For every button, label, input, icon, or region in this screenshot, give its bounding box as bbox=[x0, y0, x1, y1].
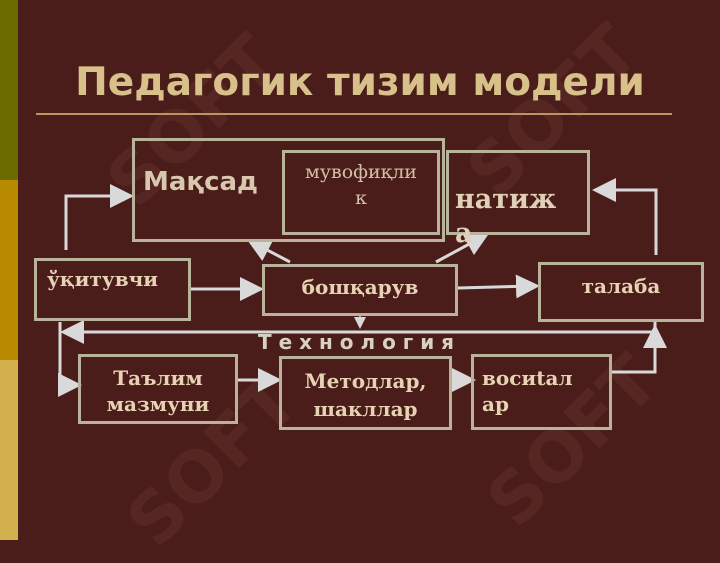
management-label: бошқарув bbox=[301, 275, 419, 299]
arrow-means-to-student bbox=[612, 324, 667, 374]
arrow-management-to-result bbox=[435, 233, 490, 264]
arrow-management-to-student bbox=[457, 274, 540, 299]
arrow-student-to-result bbox=[592, 178, 658, 255]
result-label: натиж а bbox=[455, 184, 557, 249]
left-stripe-gold bbox=[0, 180, 18, 360]
arrow-management-to-goal bbox=[246, 239, 291, 264]
correspondence-label: мувофиқли к bbox=[305, 161, 417, 209]
goal-label: Мақсад bbox=[143, 167, 259, 197]
connector-arrows bbox=[58, 178, 667, 397]
means-label: восиtал ар bbox=[482, 366, 573, 416]
left-stripe-tan bbox=[0, 360, 18, 540]
page-title: Педагогик тизим модели bbox=[75, 60, 645, 105]
title-divider bbox=[36, 113, 672, 115]
student-box: талаба bbox=[538, 262, 704, 322]
arrow-teacher-to-content bbox=[58, 322, 82, 397]
arrow-teacher-to-goal bbox=[64, 184, 134, 250]
methods-label: Методлар, шакллар bbox=[304, 369, 427, 421]
content-box: Таълим мазмуни bbox=[78, 354, 238, 424]
goal-box: Мақсад bbox=[132, 138, 445, 242]
methods-box: Методлар, шакллар bbox=[279, 356, 452, 430]
management-box: бошқарув bbox=[262, 264, 458, 316]
student-label: талаба bbox=[581, 274, 661, 298]
technology-label: Т е х н о л о г и я bbox=[258, 330, 455, 354]
teacher-label: ўқитувчи bbox=[47, 267, 159, 291]
means-box: восиtал ар bbox=[471, 354, 612, 430]
result-box: натиж а bbox=[446, 150, 590, 249]
correspondence-box: мувофиқли к bbox=[282, 150, 440, 235]
teacher-box: ўқитувчи bbox=[34, 258, 191, 321]
left-stripe-olive bbox=[0, 0, 18, 180]
content-label: Таълим мазмуни bbox=[106, 366, 210, 416]
